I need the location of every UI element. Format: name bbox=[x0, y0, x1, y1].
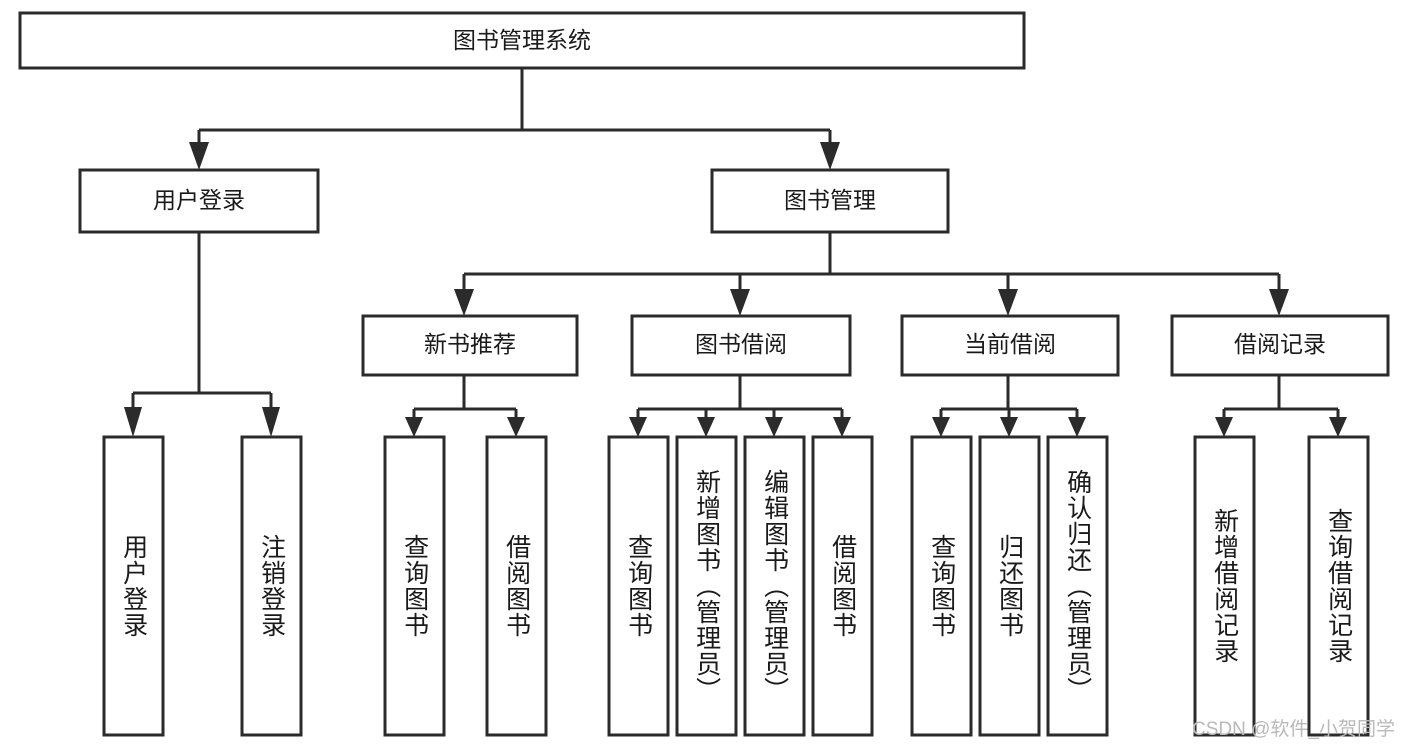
node-box-leaf-edit-book[interactable] bbox=[743, 435, 806, 737]
arrow-head-leaf-logout bbox=[262, 407, 280, 437]
node-label-root: 图书管理系统 bbox=[453, 27, 591, 53]
node-label-book-borrow: 图书借阅 bbox=[695, 331, 787, 357]
arrow-head-user-login bbox=[189, 142, 209, 170]
arrow-head-current-borrow bbox=[998, 289, 1018, 316]
node-label-book-management: 图书管理 bbox=[784, 187, 876, 213]
arrow-head-leaf-query-book-2 bbox=[629, 417, 647, 437]
node-box-root[interactable] bbox=[18, 11, 1026, 70]
arrow-head-leaf-edit-book bbox=[765, 417, 783, 437]
node-box-leaf-add-record[interactable] bbox=[1193, 435, 1256, 737]
node-box-leaf-confirm-return[interactable] bbox=[1046, 435, 1109, 737]
connector-group-root-to-level2 bbox=[189, 68, 840, 170]
node-label-new-book-recommend: 新书推荐 bbox=[424, 331, 516, 357]
node-box-leaf-add-book[interactable] bbox=[675, 435, 738, 737]
node-box-new-book-recommend[interactable] bbox=[361, 314, 579, 377]
node-box-leaf-logout[interactable] bbox=[240, 435, 303, 737]
arrow-head-leaf-return-book bbox=[1000, 417, 1018, 437]
arrow-head-leaf-borrow-book-1 bbox=[507, 417, 525, 437]
connector-group-current-borrow-to-leaves bbox=[932, 375, 1086, 437]
arrow-head-leaf-borrow-book-2 bbox=[833, 417, 851, 437]
node-box-leaf-user-login[interactable] bbox=[102, 435, 165, 737]
arrow-head-leaf-add-record bbox=[1215, 417, 1233, 437]
arrow-head-borrow-record bbox=[1269, 289, 1289, 316]
arrow-head-leaf-query-record bbox=[1329, 417, 1347, 437]
node-box-user-login[interactable] bbox=[78, 168, 320, 234]
node-box-leaf-query-book-2[interactable] bbox=[607, 435, 670, 737]
connector-group-book-borrow-to-leaves bbox=[629, 375, 851, 437]
connector-group-book-management-to-level3 bbox=[454, 232, 1289, 316]
node-label-borrow-record: 借阅记录 bbox=[1234, 331, 1326, 357]
arrow-head-leaf-query-book-3 bbox=[932, 417, 950, 437]
arrow-head-leaf-user-login bbox=[124, 407, 142, 437]
arrow-head-book-borrow bbox=[730, 289, 750, 316]
node-box-leaf-borrow-book-1[interactable] bbox=[485, 435, 548, 737]
arrow-head-leaf-confirm-return bbox=[1068, 417, 1086, 437]
node-box-book-borrow[interactable] bbox=[630, 314, 852, 377]
node-label-current-borrow: 当前借阅 bbox=[964, 331, 1056, 357]
connector-group-new-book-recommend-to-leaves bbox=[405, 375, 525, 437]
node-box-borrow-record[interactable] bbox=[1170, 314, 1390, 377]
node-box-book-management[interactable] bbox=[710, 168, 950, 234]
connector-group-user-login-to-leaves bbox=[124, 232, 280, 437]
node-box-leaf-query-record[interactable] bbox=[1307, 435, 1370, 737]
arrow-head-leaf-add-book bbox=[697, 417, 715, 437]
connector-group-borrow-record-to-leaves bbox=[1215, 375, 1347, 437]
node-box-leaf-query-book-1[interactable] bbox=[383, 435, 446, 737]
arrow-head-leaf-query-book-1 bbox=[405, 417, 423, 437]
node-label-user-login: 用户登录 bbox=[153, 187, 245, 213]
node-box-leaf-query-book-3[interactable] bbox=[910, 435, 973, 737]
node-box-leaf-return-book[interactable] bbox=[978, 435, 1041, 737]
node-box-leaf-borrow-book-2[interactable] bbox=[811, 435, 874, 737]
arrow-head-new-book-recommend bbox=[454, 289, 474, 316]
csdn-watermark: CSDN @软件_小贺同学 bbox=[1192, 719, 1395, 740]
node-box-current-borrow[interactable] bbox=[900, 314, 1120, 377]
arrow-head-book-management bbox=[820, 142, 840, 170]
